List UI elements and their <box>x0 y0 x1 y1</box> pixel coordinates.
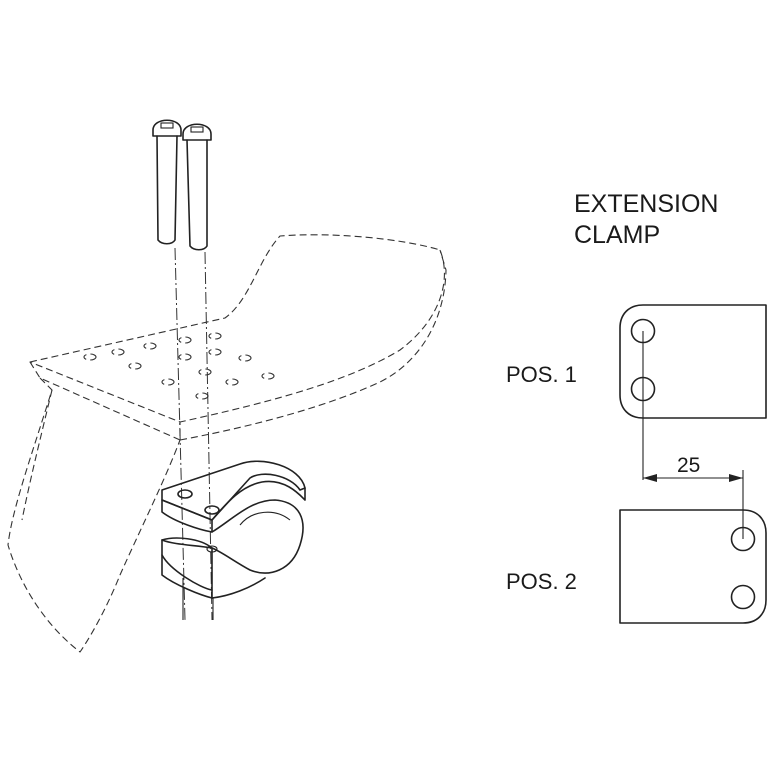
dashed-plate-outline <box>7 234 447 653</box>
pos2-plate <box>619 470 767 624</box>
bolt-axis-lines <box>174 247 213 621</box>
plate-holes <box>83 332 275 400</box>
clamp-icon <box>161 460 306 620</box>
pos1-label: POS. 1 <box>506 362 577 387</box>
pos2-label: POS. 2 <box>506 569 577 594</box>
bolt-icon-left <box>152 119 182 245</box>
bolt-icon-right <box>182 123 212 251</box>
title-line-2: CLAMP <box>574 221 660 249</box>
offset-value: 25 <box>677 454 700 477</box>
pos2-hole-bottom <box>730 584 756 610</box>
pos1-plate <box>619 304 767 480</box>
offset-dimension <box>643 474 743 482</box>
title-line-1: EXTENSION <box>574 190 718 218</box>
